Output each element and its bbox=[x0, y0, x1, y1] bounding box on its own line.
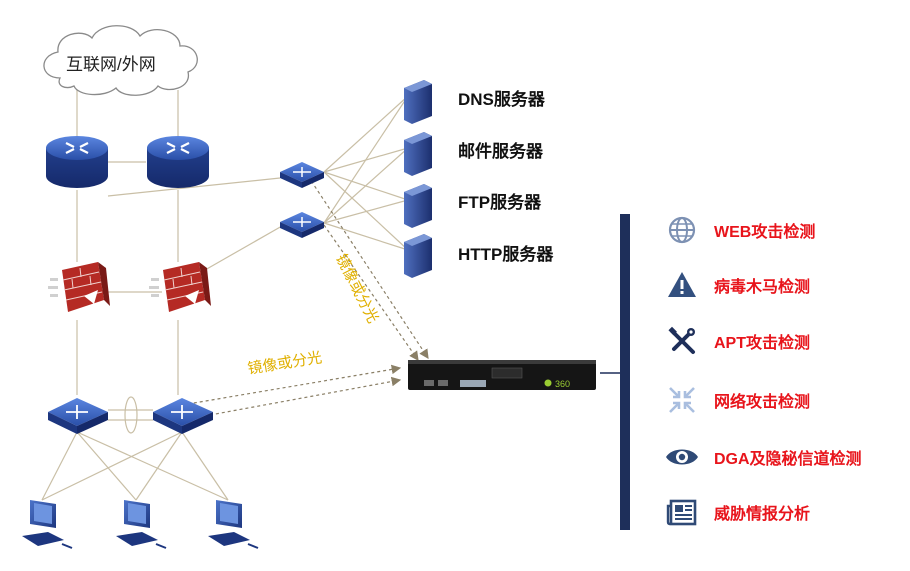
feature-threat-intel: 威胁情报分析 bbox=[662, 492, 810, 532]
globe-icon bbox=[662, 210, 702, 250]
server-mail bbox=[404, 132, 432, 176]
feature-label: DGA及隐秘信道检测 bbox=[714, 451, 862, 468]
feature-label: APT攻击检测 bbox=[714, 335, 811, 352]
dns-server-label: DNS服务器 bbox=[458, 90, 545, 109]
router-1 bbox=[46, 136, 108, 188]
feature-network-attack: 网络攻击检测 bbox=[662, 380, 810, 420]
mirror-arrow-dmz1 bbox=[307, 175, 429, 360]
feature-label: 网络攻击检测 bbox=[714, 394, 811, 411]
warning-icon bbox=[662, 265, 702, 305]
feature-apt-attack: APT攻击检测 bbox=[662, 321, 810, 361]
feature-label: WEB攻击检测 bbox=[714, 224, 816, 241]
feature-virus-trojan: 病毒木马检测 bbox=[662, 265, 810, 305]
feature-label: 威胁情报分析 bbox=[714, 506, 811, 523]
router-2 bbox=[147, 136, 209, 188]
feature-web-attack: WEB攻击检测 bbox=[662, 210, 815, 250]
compress-arrows-icon bbox=[662, 380, 702, 420]
pc-2 bbox=[116, 500, 167, 549]
http-server-label: HTTP服务器 bbox=[458, 245, 554, 264]
server-dns bbox=[404, 80, 432, 124]
eye-icon bbox=[662, 437, 702, 477]
core-switch-2 bbox=[153, 398, 213, 434]
pc-1 bbox=[22, 500, 73, 549]
tools-icon bbox=[662, 321, 702, 361]
dmz-switch-1 bbox=[280, 162, 324, 188]
mail-server-label: 邮件服务器 bbox=[458, 142, 543, 161]
newspaper-icon bbox=[662, 492, 702, 532]
dmz-switch-2 bbox=[280, 212, 324, 238]
mirror-arrow-core1 bbox=[181, 364, 402, 406]
firewall-1 bbox=[48, 262, 110, 312]
mirror-arrows bbox=[181, 175, 429, 416]
appliance-brand: 360 bbox=[555, 379, 570, 389]
links bbox=[41, 90, 409, 501]
link-firewall2-dmzswitch2 bbox=[204, 225, 283, 271]
pc-3 bbox=[208, 500, 259, 549]
ftp-server-label: FTP服务器 bbox=[458, 193, 542, 212]
firewall-2 bbox=[149, 262, 211, 312]
server-ftp bbox=[404, 184, 432, 228]
detection-appliance: 360 bbox=[408, 360, 596, 390]
core-switch-1 bbox=[48, 398, 108, 434]
mirror-arrow-core2 bbox=[209, 376, 402, 416]
capability-bracket bbox=[600, 214, 630, 530]
internet-cloud-label: 互联网/外网 bbox=[66, 55, 156, 74]
feature-label: 病毒木马检测 bbox=[714, 279, 811, 296]
link-aggregation bbox=[124, 396, 138, 434]
internet-cloud bbox=[43, 25, 198, 96]
feature-dga-covert-channel: DGA及隐秘信道检测 bbox=[662, 437, 862, 477]
server-http bbox=[404, 234, 432, 278]
link-router1-dmzswitch1 bbox=[107, 177, 281, 197]
